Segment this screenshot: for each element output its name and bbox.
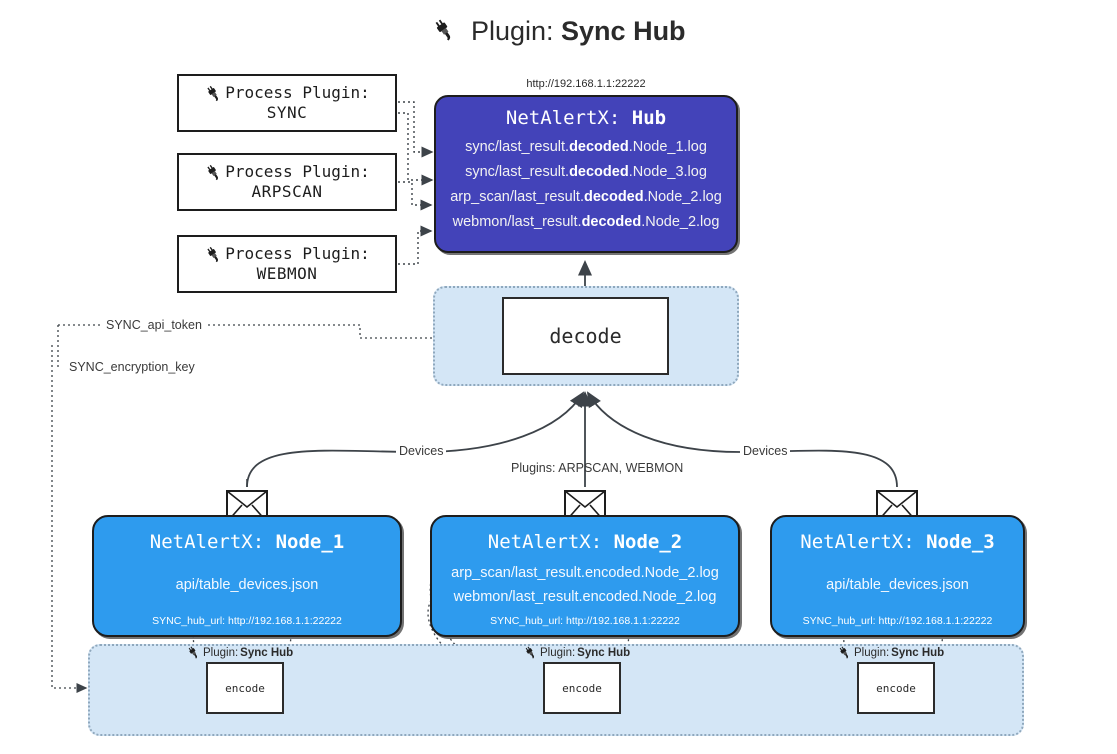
node-title: NetAlertX: Node_1 (94, 531, 400, 553)
hub-app: NetAlertX: (505, 107, 621, 129)
node-hub-url: SYNC_hub_url: http://192.168.1.1:22222 (490, 615, 680, 627)
caption-prefix: Plugin: (540, 646, 576, 659)
process-plugin-arpscan[interactable]: Process Plugin: ARPSCAN (177, 153, 397, 211)
hub-node[interactable]: NetAlertX: Hub sync/last_result.decoded.… (434, 95, 738, 253)
plug-icon (837, 645, 852, 660)
log-pre: arp_scan/last_result. (450, 188, 584, 205)
edge-label-devices-right: Devices (740, 444, 791, 458)
log-post: .Node_2.log (643, 188, 722, 205)
caption-prefix: Plugin: (203, 646, 239, 659)
node-name: Node_2 (613, 531, 683, 553)
plug-icon (186, 645, 201, 660)
plug-icon (523, 645, 538, 660)
log-mid: decoded (581, 213, 642, 230)
plug-icon (431, 17, 457, 43)
hub-log-line: sync/last_result.decoded.Node_1.log (436, 135, 736, 160)
log-pre: sync/last_result. (465, 163, 570, 180)
hub-log-line: webmon/last_result.decoded.Node_2.log (436, 210, 736, 235)
node-hub-url: SYNC_hub_url: http://192.168.1.1:22222 (152, 615, 342, 627)
caption-name: Sync Hub (891, 646, 945, 659)
encode-box-1[interactable]: encode (206, 662, 284, 714)
encode-box-2[interactable]: encode (543, 662, 621, 714)
plug-icon (204, 245, 223, 264)
node-line: api/table_devices.json (175, 577, 319, 593)
node-line: api/table_devices.json (826, 577, 969, 593)
caption-prefix: Plugin: (854, 646, 890, 659)
encode-box-3[interactable]: encode (857, 662, 935, 714)
title-prefix: Plugin: (470, 16, 554, 46)
edge-label-plugins: Plugins: ARPSCAN, WEBMON (511, 461, 684, 475)
plug-icon (204, 163, 223, 182)
caption-name: Sync Hub (577, 646, 631, 659)
encoder-caption-1: Plugin: Sync Hub (186, 645, 293, 660)
process-plugin-name: WEBMON (256, 264, 318, 283)
encoder-caption-3: Plugin: Sync Hub (837, 645, 944, 660)
secret-encryption-key-label: SYNC_encryption_key (66, 360, 198, 374)
edge-label-devices-left: Devices (396, 444, 447, 458)
node-hub-url: SYNC_hub_url: http://192.168.1.1:22222 (802, 615, 993, 627)
encoder-caption-2: Plugin: Sync Hub (523, 645, 630, 660)
log-pre: sync/last_result. (465, 139, 570, 155)
process-plugin-name: SYNC (266, 103, 308, 122)
node-2[interactable]: NetAlertX: Node_2 arp_scan/last_result.e… (430, 515, 740, 637)
node-1[interactable]: NetAlertX: Node_1 api/table_devices.json… (92, 515, 402, 637)
process-plugin-sync[interactable]: Process Plugin: SYNC (177, 74, 397, 132)
node-title: NetAlertX: Node_2 (432, 531, 738, 553)
log-post: .Node_1.log (628, 139, 707, 155)
page-title: Plugin: Sync Hub (0, 16, 1117, 47)
decode-box[interactable]: decode (502, 297, 669, 375)
title-name: Sync Hub (561, 16, 686, 46)
log-post: .Node_3.log (628, 163, 707, 180)
node-name: Node_1 (275, 531, 345, 553)
process-plugin-label: Process Plugin: (225, 244, 370, 263)
secret-api-token-label: SYNC_api_token (103, 318, 205, 332)
hub-log-line: sync/last_result.decoded.Node_3.log (436, 160, 736, 185)
caption-name: Sync Hub (240, 646, 294, 659)
node-line: webmon/last_result.encoded.Node_2.log (453, 589, 717, 605)
log-mid: decoded (569, 163, 629, 180)
node-line: arp_scan/last_result.encoded.Node_2.log (451, 565, 719, 581)
hub-log-line: arp_scan/last_result.decoded.Node_2.log (436, 185, 736, 210)
plug-icon (204, 84, 223, 103)
log-mid: decoded (583, 188, 644, 205)
process-plugin-name: ARPSCAN (251, 182, 323, 201)
node-3[interactable]: NetAlertX: Node_3 api/table_devices.json… (770, 515, 1025, 637)
node-app: NetAlertX: (149, 531, 265, 553)
hub-name: Hub (631, 107, 667, 129)
node-app: NetAlertX: (487, 531, 603, 553)
log-post: .Node_2.log (641, 213, 720, 230)
log-mid: decoded (569, 139, 629, 155)
log-pre: webmon/last_result. (452, 213, 582, 230)
node-name: Node_3 (926, 531, 995, 553)
node-title: NetAlertX: Node_3 (772, 531, 1023, 553)
hub-url-label: http://192.168.1.1:22222 (526, 78, 646, 90)
hub-title: NetAlertX: Hub (436, 107, 736, 129)
node-app: NetAlertX: (800, 531, 915, 553)
process-plugin-webmon[interactable]: Process Plugin: WEBMON (177, 235, 397, 293)
process-plugin-label: Process Plugin: (225, 83, 370, 102)
process-plugin-label: Process Plugin: (225, 162, 370, 181)
